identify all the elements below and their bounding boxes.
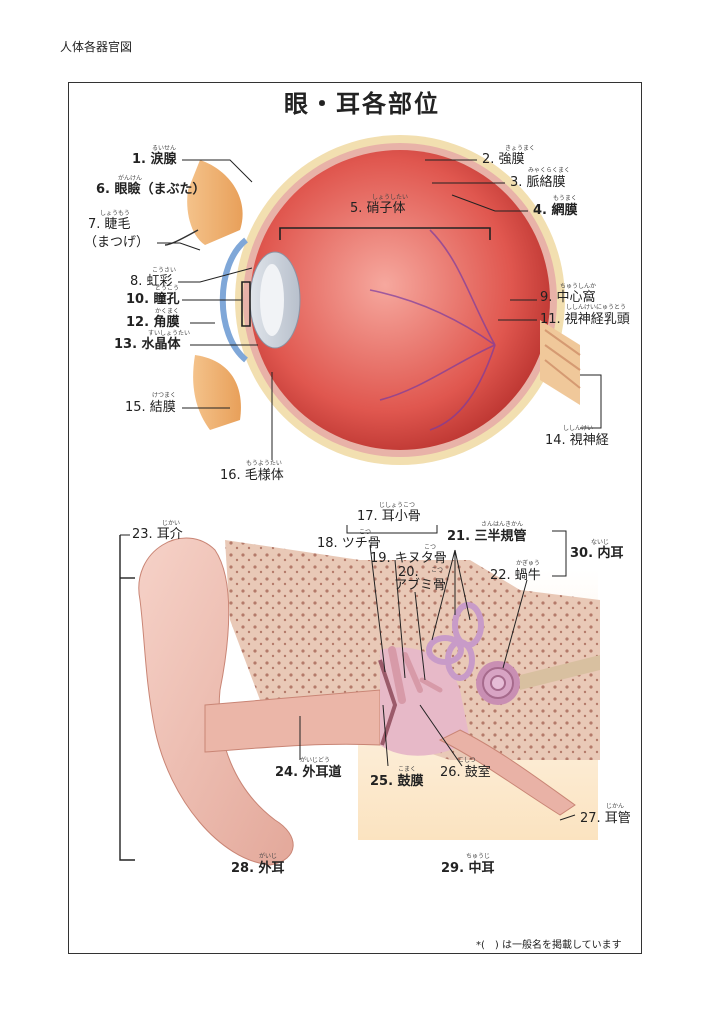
- cochlea-ruby: かぎゅう: [516, 560, 540, 567]
- eye-illustration: [164, 135, 581, 465]
- label-outer-ear: 28. 外耳: [231, 861, 285, 876]
- fovea-ruby: ちゅうしんか: [560, 283, 597, 290]
- label-choroid: 3. 脈絡膜: [510, 175, 566, 190]
- ossicles-ruby: じしょうこつ: [379, 502, 416, 509]
- page-title: 眼・耳各部位: [284, 90, 440, 118]
- sclera-ruby: きょうまく: [505, 145, 536, 152]
- label-eyelash: 7. 睫毛: [88, 217, 131, 232]
- label-inner-ear: 30. 内耳: [570, 546, 624, 561]
- conjunctiva-ruby: けつまく: [152, 392, 177, 399]
- auricle-ruby: じかい: [162, 520, 181, 527]
- label-stapes-number: 20.: [398, 565, 419, 580]
- label-auricle: 23. 耳介: [132, 527, 183, 542]
- label-ossicles: 17. 耳小骨: [357, 509, 421, 524]
- label-malleus: 18. ツチ骨: [317, 536, 381, 551]
- middle-ear-ruby: ちゅうじ: [466, 853, 491, 860]
- inner-ear-ruby: ないじ: [591, 539, 610, 546]
- label-fovea: 9. 中心窩: [540, 290, 596, 305]
- label-optic-nerve: 14. 視神経: [545, 433, 609, 448]
- stapes-ruby: こつ: [431, 567, 444, 574]
- semicircular-ruby: さんはんきかん: [481, 521, 524, 528]
- label-incus: 19. キヌタ骨: [370, 551, 447, 566]
- label-tympanic-cavity: 26. 鼓室: [440, 765, 491, 780]
- optic-nerve-ruby: ししんけい: [563, 425, 594, 432]
- ext-canal-ruby: がいじどう: [300, 757, 331, 764]
- label-semicircular-canals: 21. 三半規管: [447, 529, 527, 544]
- label-eardrum: 25. 鼓膜: [370, 774, 424, 789]
- pupil-ruby: どうこう: [155, 285, 180, 292]
- label-cochlea: 22. 蝸牛: [490, 568, 541, 583]
- vitreous-ruby: しょうしたい: [372, 194, 409, 201]
- lacrimal-gland-ruby: るいせん: [152, 145, 177, 152]
- label-eyelash-common: （まつげ）: [84, 235, 150, 250]
- iris-ruby: こうさい: [152, 267, 177, 274]
- optic-disc-ruby: ししんけいにゅうとう: [566, 304, 627, 311]
- label-optic-disc: 11. 視神経乳頭: [540, 312, 630, 327]
- retina-ruby: もうまく: [553, 195, 577, 202]
- label-conjunctiva: 15. 結膜: [125, 400, 176, 415]
- footnote: *( ) は一般名を掲載しています: [476, 940, 622, 951]
- ear-leader-lines: [119, 525, 576, 861]
- lens-ruby: すいしょうたい: [148, 330, 191, 337]
- label-sclera: 2. 強膜: [482, 152, 525, 167]
- label-vitreous: 5. 硝子体: [350, 201, 406, 216]
- label-retina: 4. 網膜: [533, 203, 578, 218]
- label-eustachian-tube: 27. 耳管: [580, 811, 631, 826]
- label-external-canal: 24. 外耳道: [275, 765, 342, 780]
- label-ciliary-body: 16. 毛様体: [220, 468, 284, 483]
- label-iris: 8. 虹彩: [130, 274, 173, 289]
- choroid-ruby: みゃくらくまく: [528, 167, 571, 174]
- incus-ruby: こつ: [424, 544, 437, 551]
- eye-leader-lines: [157, 159, 602, 460]
- label-lens: 13. 水晶体: [114, 337, 181, 352]
- tympanic-ruby: こしつ: [458, 757, 476, 764]
- label-pupil: 10. 瞳孔: [126, 292, 180, 307]
- label-cornea: 12. 角膜: [126, 315, 180, 330]
- cornea-ruby: かくまく: [155, 308, 180, 315]
- ciliary-body-ruby: もうようたい: [246, 460, 282, 467]
- eustachian-ruby: じかん: [606, 803, 625, 810]
- eyelid-ruby: がんけん: [118, 175, 143, 182]
- label-stapes: アブミ骨: [394, 578, 447, 593]
- page-header: 人体各器官図: [60, 40, 133, 54]
- malleus-ruby: こつ: [359, 529, 372, 536]
- eardrum-ruby: こまく: [398, 766, 417, 773]
- diagram-frame: [68, 82, 642, 954]
- label-middle-ear: 29. 中耳: [441, 861, 495, 876]
- outer-ear-ruby: がいじ: [259, 853, 278, 860]
- eyelash-ruby: しょうもう: [100, 210, 130, 217]
- ear-illustration: [138, 537, 600, 866]
- label-lacrimal-gland: 1. 涙腺: [132, 152, 177, 167]
- label-eyelid: 6. 眼瞼（まぶた）: [96, 182, 206, 197]
